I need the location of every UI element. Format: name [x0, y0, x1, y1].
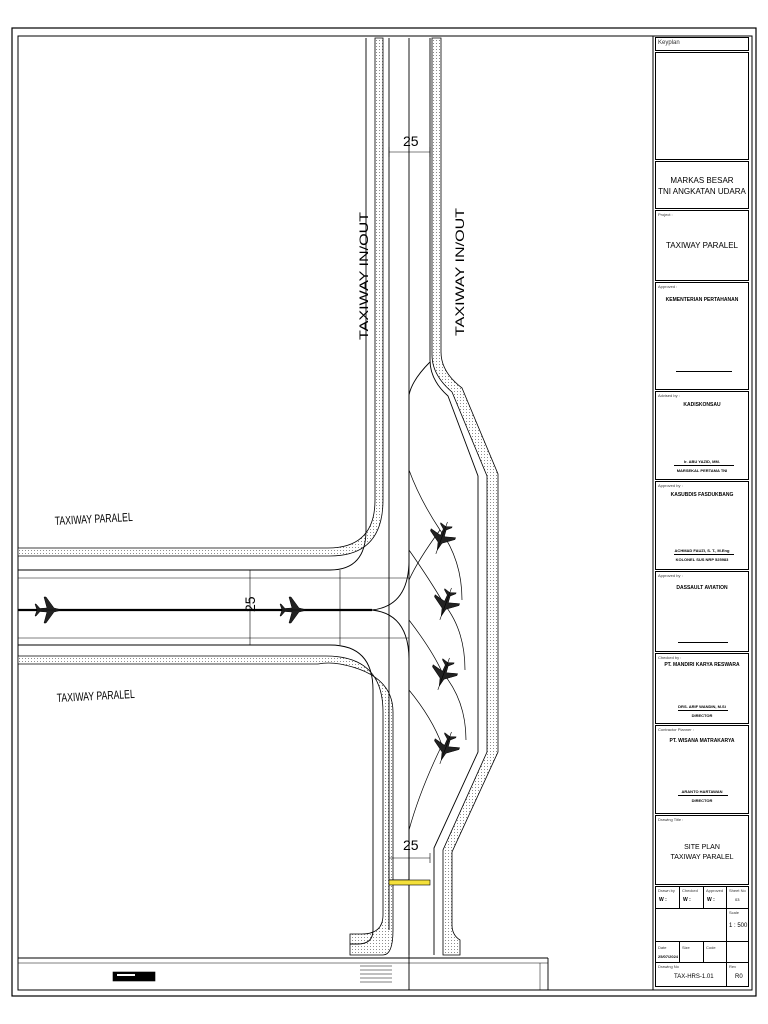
approved-label: Approved : [658, 284, 678, 289]
keyplan-box [655, 52, 749, 160]
scale-value: 1 : 500 [729, 923, 748, 929]
label-taxiway-paralel-bottom: TAXIWAY PARALEL [56, 687, 135, 705]
project-name: TAXIWAY PARALEL [665, 241, 739, 250]
signature-line [674, 554, 734, 555]
approved4-value: W : [707, 897, 715, 903]
rev-label: Rev [729, 964, 737, 969]
info-row-4: Drawing No Rev TAX-HRS-1.01 R0 [655, 962, 749, 987]
date-value: 25/07/2024 [658, 954, 679, 959]
label-taxiway-paralel-top: TAXIWAY PARALEL [54, 510, 133, 528]
owner-line1: MARKAS BESAR [670, 176, 734, 185]
outer-border [11, 27, 757, 997]
bottom-details [112, 965, 392, 983]
drawing-no-label: Drawing No [658, 964, 679, 969]
advised-person: Ir. ABU YAZID, MM. [684, 459, 720, 464]
signature-line [678, 710, 728, 711]
checked2-value: W : [683, 897, 691, 903]
info-row-1: Drawn by Checked Approved Sheet No W : W… [655, 886, 749, 909]
dimensions [245, 147, 431, 863]
info-row-3: Date Size Code 25/07/2024 [655, 941, 749, 963]
holding-position-marking [388, 879, 431, 886]
checked-org: PT. MANDIRI KARYA RESWARA [664, 662, 740, 668]
project-label: Project : [658, 212, 673, 217]
drawing-title-box: Drawing Title : SITE PLAN TAXIWAY PARALE… [655, 815, 749, 885]
scale-label: Scale [729, 910, 740, 915]
approved3-org: DASSAULT AVIATION [676, 585, 728, 591]
dimension-label-top: 25 [403, 133, 419, 149]
label-taxiway-inout-left: TAXIWAY IN/OUT [357, 211, 371, 340]
label-taxiway-inout-right: TAXIWAY IN/OUT [453, 207, 467, 336]
approved-box: Approved : KEMENTERIAN PERTAHANAN [655, 282, 749, 390]
signature-line [678, 642, 728, 643]
drawn-label: Drawn by [658, 888, 675, 893]
owner-line2: TNI ANGKATAN UDARA [658, 187, 746, 196]
advised-label: Advised by : [658, 393, 680, 398]
project-box: Project : TAXIWAY PARALEL [655, 210, 749, 281]
checked-person: DRS. ARIF WANDIN, M.Si [678, 704, 726, 709]
contractor-person: ARANTO HARTAWAN [681, 789, 723, 794]
sheet-value: 03 [735, 897, 740, 902]
title-block: Keyplan MARKAS BESAR TNI ANGKATAN UDARA … [655, 33, 749, 989]
contractor-box: Contractor Planner : PT. WISANA MATRAKAR… [655, 725, 749, 814]
dimension-label-bottom: 25 [403, 837, 419, 853]
inner-border [17, 35, 753, 991]
drawing-title-line2: TAXIWAY PARALEL [670, 854, 734, 861]
dimension-label-mid: 25 [242, 596, 258, 612]
checked-label: Checked by : [658, 655, 682, 660]
contractor-role: DIRECTOR [691, 798, 713, 803]
signature-line [676, 371, 732, 372]
code-label: Code [706, 945, 716, 950]
approved2-person: ACHMAD FAUZI, S. T., M.Eng [674, 548, 730, 553]
advised-box: Advised by : KADISKONSAU Ir. ABU YAZID, … [655, 391, 749, 480]
drawn-value: W : [659, 897, 667, 903]
checked2-label: Checked [682, 888, 698, 893]
sheet-label: Sheet No [729, 888, 746, 893]
approved2-label: Approved by : [658, 483, 683, 488]
signature-line [678, 795, 728, 796]
keyplan-header: Keyplan [655, 37, 749, 51]
approved2-box: Approved by : KASUBDIS FASDUKBANG ACHMAD… [655, 481, 749, 570]
signature-line [674, 465, 734, 466]
owner-box: MARKAS BESAR TNI ANGKATAN UDARA [655, 161, 749, 209]
approved3-label: Approved by : [658, 573, 683, 578]
drawing-title-line1: SITE PLAN [684, 844, 720, 851]
approved4-label: Approved [706, 888, 724, 893]
checked-role: DIRECTOR [691, 713, 713, 718]
contractor-label: Contractor Planner : [658, 727, 694, 732]
shoulders [17, 37, 499, 956]
advised-org: KADISKONSAU [683, 402, 721, 408]
size-label: Size [682, 945, 690, 950]
approved2-rank: KOLONEL SUS NRP 525983 [675, 557, 729, 562]
approved-name: KEMENTERIAN PERTAHANAN [665, 297, 739, 303]
info-row-2: Scale 1 : 500 [655, 908, 749, 942]
rev-value: R0 [735, 974, 743, 980]
keyplan-label: Keyplan [658, 40, 680, 46]
advised-rank: MARSEKAL PERTAMA TNI [676, 468, 728, 473]
checked-box: Checked by : PT. MANDIRI KARYA RESWARA D… [655, 653, 749, 724]
drawing-no-value: TAX-HRS-1.01 [674, 974, 714, 980]
drawing-title-label: Drawing Title : [658, 817, 684, 822]
date-label: Date [658, 945, 667, 950]
approved2-org: KASUBDIS FASDUKBANG [670, 492, 734, 498]
contractor-org: PT. WISANA MATRAKARYA [669, 738, 735, 744]
approved3-box: Approved by : DASSAULT AVIATION [655, 571, 749, 652]
